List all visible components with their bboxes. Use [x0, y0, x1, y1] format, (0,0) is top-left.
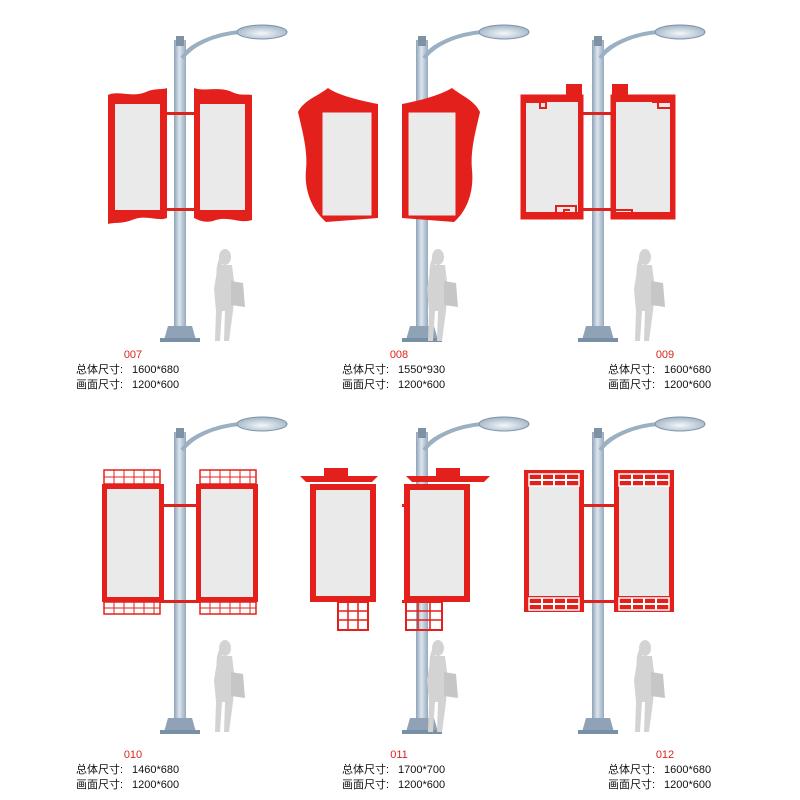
overall-size-row: 总体尺寸: 1460*680 [0, 763, 266, 778]
lamp-pole-illustration [298, 23, 531, 344]
person-silhouette [634, 249, 665, 341]
lamp-pole-illustration [300, 415, 531, 736]
person-silhouette [214, 249, 245, 341]
person-silhouette [427, 640, 458, 732]
banner-frame-left [520, 84, 584, 220]
product-card-008: 008 总体尺寸: 1550*930 画面尺寸: 1200*600 [266, 0, 532, 400]
banner-frame-right [610, 84, 676, 220]
screen-size-label: 画面尺寸: [608, 379, 656, 391]
screen-size-value: 1200*600 [398, 379, 446, 391]
screen-size-value: 1200*600 [664, 779, 712, 791]
product-card-011: 011 总体尺寸: 1700*700 画面尺寸: 1200*600 [266, 400, 532, 800]
overall-size-row: 总体尺寸: 1600*680 [532, 363, 798, 378]
banner-frame-right [194, 88, 252, 222]
overall-size-row: 总体尺寸: 1700*700 [266, 763, 532, 778]
product-code: 011 [390, 749, 408, 761]
lamp-pole-illustration [520, 23, 707, 344]
overall-size-label: 总体尺寸: [76, 364, 124, 376]
overall-size-label: 总体尺寸: [76, 764, 124, 776]
product-code: 009 [655, 349, 675, 361]
overall-size-value: 1700*700 [398, 764, 446, 776]
product-code: 007 [123, 349, 143, 361]
product-code: 008 [389, 349, 409, 361]
screen-size-label: 画面尺寸: [76, 779, 124, 791]
screen-size-label: 画面尺寸: [76, 379, 124, 391]
banner-frame-right [196, 469, 258, 615]
screen-size-row: 画面尺寸: 1200*600 [266, 378, 532, 393]
overall-size-label: 总体尺寸: [342, 764, 390, 776]
banner-frame-right [404, 468, 490, 631]
screen-size-value: 1200*600 [132, 779, 180, 791]
overall-size-value: 1600*680 [664, 764, 712, 776]
lamp-pole-illustration [524, 415, 707, 736]
overall-size-label: 总体尺寸: [608, 364, 656, 376]
banner-frame-right [402, 88, 480, 222]
screen-size-row: 画面尺寸: 1200*600 [0, 778, 266, 793]
screen-size-label: 画面尺寸: [342, 379, 390, 391]
screen-size-value: 1200*600 [664, 379, 712, 391]
banner-frame-left [298, 88, 378, 222]
product-card-012: 012 总体尺寸: 1600*680 画面尺寸: 1200*600 [524, 400, 798, 800]
screen-size-row: 画面尺寸: 1200*600 [0, 378, 266, 393]
overall-size-value: 1600*680 [664, 364, 712, 376]
person-silhouette [427, 249, 458, 341]
overall-size-row: 总体尺寸: 1550*930 [266, 363, 532, 378]
product-card-007: 007 总体尺寸: 1600*680 画面尺寸: 1200*600 [0, 0, 289, 400]
lamp-pole-illustration [108, 23, 289, 344]
banner-frame-left [524, 470, 584, 612]
person-silhouette [214, 640, 245, 732]
screen-size-label: 画面尺寸: [608, 779, 656, 791]
screen-size-row: 画面尺寸: 1200*600 [266, 778, 532, 793]
product-code: 012 [655, 749, 675, 761]
overall-size-value: 1600*680 [132, 364, 180, 376]
screen-size-value: 1200*600 [398, 779, 446, 791]
overall-size-row: 总体尺寸: 1600*680 [0, 363, 266, 378]
banner-frame-right [614, 470, 674, 612]
overall-size-value: 1460*680 [132, 764, 180, 776]
product-card-009: 009 总体尺寸: 1600*680 画面尺寸: 1200*600 [520, 0, 798, 400]
product-card-010: 010 总体尺寸: 1460*680 画面尺寸: 1200*600 [0, 400, 289, 800]
overall-size-label: 总体尺寸: [342, 364, 390, 376]
person-silhouette [634, 640, 665, 732]
screen-size-row: 画面尺寸: 1200*600 [532, 378, 798, 393]
banner-frame-left [300, 468, 378, 631]
screen-size-value: 1200*600 [132, 379, 180, 391]
overall-size-value: 1550*930 [398, 364, 446, 376]
product-code: 010 [123, 749, 143, 761]
banner-frame-left [102, 469, 164, 615]
banner-frame-left [108, 88, 167, 224]
screen-size-row: 画面尺寸: 1200*600 [532, 778, 798, 793]
overall-size-row: 总体尺寸: 1600*680 [532, 763, 798, 778]
overall-size-label: 总体尺寸: [608, 764, 656, 776]
screen-size-label: 画面尺寸: [342, 779, 390, 791]
lamp-pole-illustration [102, 415, 289, 736]
